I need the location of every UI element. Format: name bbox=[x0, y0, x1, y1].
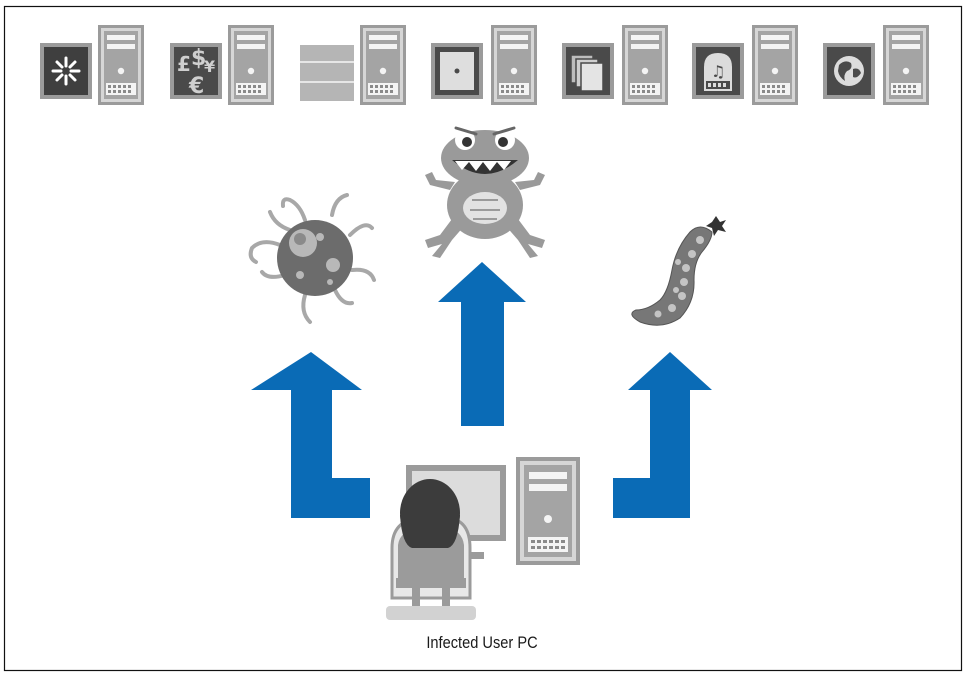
infected-user-pc-icon bbox=[386, 457, 580, 620]
dice-icon bbox=[431, 43, 483, 99]
svg-text:€: € bbox=[188, 74, 204, 99]
server-tower-icon bbox=[883, 25, 929, 105]
trojan-frog-icon bbox=[425, 126, 545, 258]
server-with-database-icon bbox=[300, 25, 406, 105]
user-icon bbox=[386, 479, 476, 620]
worm-icon bbox=[631, 216, 726, 326]
diagram-frame bbox=[3, 5, 963, 672]
arrow-up bbox=[438, 262, 526, 426]
svg-text:$: $ bbox=[191, 46, 206, 71]
database-icon bbox=[300, 45, 354, 101]
server-tower-icon bbox=[622, 25, 668, 105]
server-with-music-icon: ♫ bbox=[692, 25, 798, 105]
server-with-dice-icon bbox=[431, 25, 537, 105]
svg-text:♫: ♫ bbox=[711, 62, 725, 81]
music-icon: ♫ bbox=[692, 43, 744, 99]
server-tower-icon bbox=[360, 25, 406, 105]
elbow-arrow-up-right bbox=[613, 352, 712, 518]
currency-icon: £ $ ¥ € bbox=[170, 43, 222, 99]
svg-text:¥: ¥ bbox=[204, 57, 215, 76]
server-with-settings-icon bbox=[40, 25, 144, 105]
elbow-arrow-up-left bbox=[251, 352, 370, 518]
diagram-caption: Infected User PC bbox=[426, 633, 538, 652]
server-tower-icon bbox=[491, 25, 537, 105]
svg-text:£: £ bbox=[177, 52, 191, 76]
virus-icon bbox=[248, 193, 376, 324]
server-with-globe-icon bbox=[823, 25, 929, 105]
server-tower-icon bbox=[228, 25, 274, 105]
settings-icon bbox=[40, 43, 92, 99]
server-tower-icon bbox=[752, 25, 798, 105]
server-with-documents-icon bbox=[562, 25, 668, 105]
server-with-currency-icon: £ $ ¥ € bbox=[170, 25, 274, 105]
server-tower-icon bbox=[98, 25, 144, 105]
globe-icon bbox=[823, 43, 875, 99]
documents-icon bbox=[562, 43, 614, 99]
